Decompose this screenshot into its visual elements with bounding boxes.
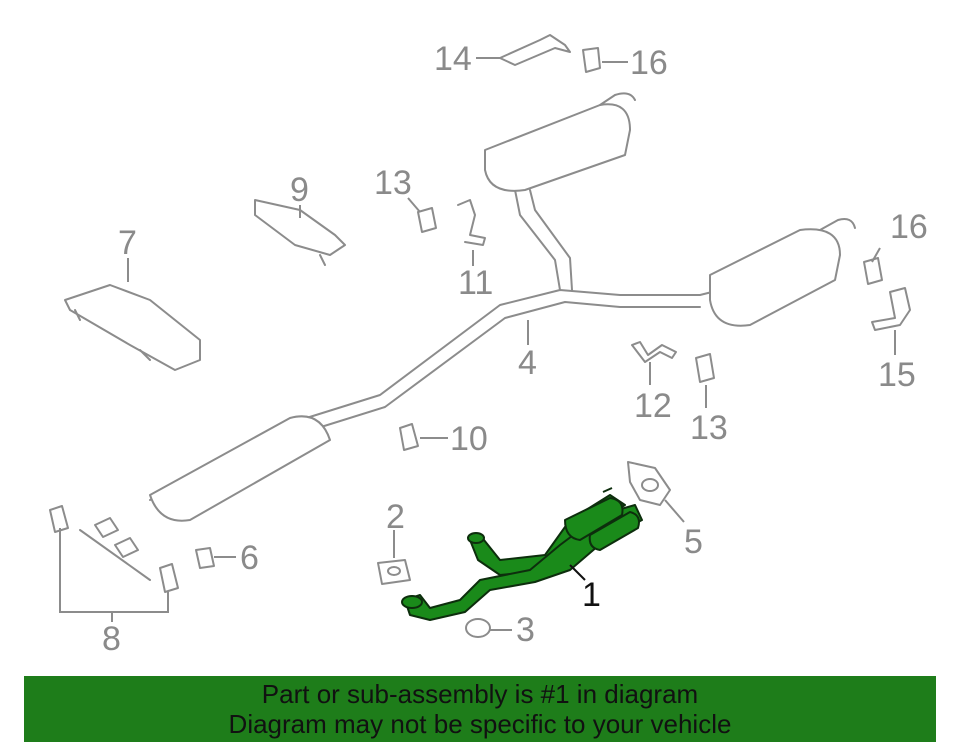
hanger-15 — [871, 287, 911, 331]
callout-10: 10 — [450, 420, 488, 458]
callout-15: 15 — [878, 356, 916, 394]
banner-line-2: Diagram may not be specific to your vehi… — [228, 709, 732, 739]
callout-3: 3 — [516, 611, 535, 649]
exhaust-system-diagram: 1 2 3 4 5 6 7 8 9 10 11 12 13 13 14 15 1… — [49, 34, 928, 658]
hanger-bracket-9 — [254, 199, 346, 266]
callout-8: 8 — [102, 620, 121, 658]
callout-7: 7 — [118, 224, 137, 262]
callout-13b: 13 — [690, 409, 728, 447]
callout-12: 12 — [634, 387, 672, 425]
exhaust-pipe-assembly — [79, 92, 856, 581]
callout-16a: 16 — [630, 44, 668, 82]
heat-shield-bracket-7 — [64, 284, 201, 371]
leader-lines — [59, 57, 896, 631]
hanger-11 — [457, 199, 486, 246]
catalytic-converter-highlighted — [401, 487, 643, 621]
callout-9: 9 — [290, 171, 309, 209]
isolator-13a — [417, 207, 437, 233]
callout-13a: 13 — [374, 164, 412, 202]
banner-line-1: Part or sub-assembly is #1 in diagram — [261, 679, 699, 709]
hanger-12 — [631, 341, 677, 363]
callout-11: 11 — [458, 264, 493, 302]
isolator-10 — [399, 423, 419, 451]
gasket-2 — [377, 559, 411, 585]
callout-2: 2 — [386, 498, 405, 536]
info-banner: Part or sub-assembly is #1 in diagram Di… — [24, 676, 936, 742]
callout-6: 6 — [240, 539, 259, 577]
callout-16b: 16 — [890, 208, 928, 246]
hanger-14 — [499, 34, 571, 66]
callout-1: 1 — [582, 576, 601, 614]
callout-4: 4 — [518, 344, 537, 382]
isolator-16a — [582, 47, 601, 73]
gasket-5 — [627, 461, 671, 506]
callout-5: 5 — [684, 523, 703, 561]
grommet-6 — [195, 547, 215, 569]
callout-14: 14 — [434, 40, 472, 78]
isolator-8a — [49, 505, 69, 533]
isolator-8b — [159, 563, 179, 593]
isolator-13b — [695, 353, 715, 383]
nut-3 — [465, 618, 491, 638]
